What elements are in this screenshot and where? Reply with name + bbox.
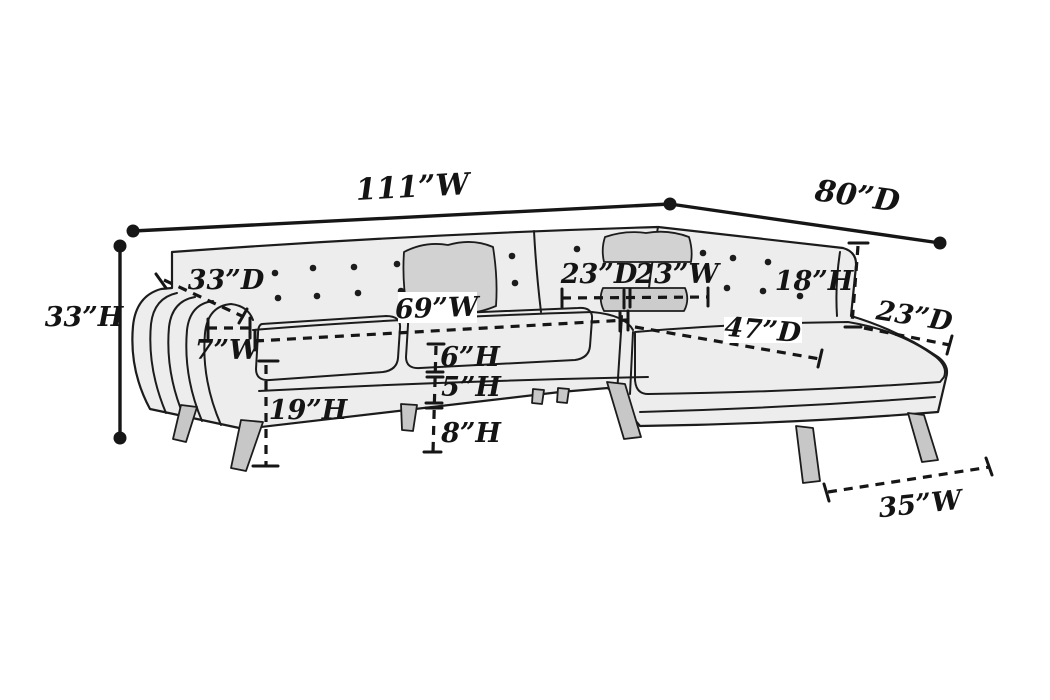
seat-front-crease bbox=[258, 376, 649, 392]
dim-overall-width: 111”W bbox=[126, 167, 677, 238]
dim-seat-height-label: 19”H bbox=[269, 395, 349, 426]
dim-overall-height: 33”H bbox=[45, 239, 127, 445]
dim-overall-depth-label: 80”D bbox=[812, 173, 902, 220]
lumbar-pillow bbox=[599, 287, 689, 312]
label-mask bbox=[724, 317, 802, 343]
dim-base-rail-height-label: 5”H bbox=[441, 372, 502, 403]
sofa-leg bbox=[230, 419, 264, 472]
dim-seat-width: 69”W bbox=[253, 291, 630, 352]
dim-overall-width-label: 111”W bbox=[355, 167, 474, 208]
dim-chaise-width: 35”W bbox=[822, 456, 994, 524]
dim-leg-height-label: 8”H bbox=[440, 418, 502, 449]
dim-back-height-label: 18”H bbox=[775, 266, 855, 297]
dim-arm-depth-label: 33”D bbox=[188, 265, 265, 296]
sofa-leg bbox=[606, 381, 642, 440]
corner-pillow bbox=[601, 230, 693, 263]
sofa-legs bbox=[172, 381, 939, 484]
left-arm bbox=[149, 292, 254, 426]
dim-corner-seat: 23”D 23”W bbox=[560, 259, 721, 310]
dim-cushion-thickness-label: 6”H bbox=[440, 342, 501, 373]
dim-height-stack: 6”H 5”H 8”H bbox=[422, 342, 502, 454]
sofa-leg bbox=[907, 412, 939, 463]
sofa-leg bbox=[795, 425, 821, 484]
sofa-leg bbox=[531, 388, 545, 405]
dim-back-height: 18”H bbox=[775, 241, 870, 329]
dim-seat-width-label: 69”W bbox=[394, 291, 481, 325]
dim-arm-depth: 33”D bbox=[154, 265, 265, 325]
dim-chaise-depth-label: 47”D bbox=[723, 312, 803, 350]
dim-chaise-width-label: 35”W bbox=[877, 484, 966, 524]
sofa-leg bbox=[172, 404, 198, 443]
dim-corner-seat-width-label: 23”W bbox=[634, 259, 721, 290]
dim-overall-height-label: 33”H bbox=[45, 302, 125, 333]
dim-seat-height: 19”H bbox=[251, 359, 349, 468]
sofa-leg bbox=[400, 403, 418, 432]
dim-arm-width: 7”W bbox=[195, 316, 262, 366]
sofa-leg bbox=[556, 387, 570, 404]
label-mask bbox=[398, 292, 477, 323]
dim-chaise-depth: 47”D bbox=[634, 312, 824, 369]
dim-corner-seat-depth-label: 23”D bbox=[560, 259, 638, 290]
dim-arm-width-label: 7”W bbox=[195, 335, 262, 366]
